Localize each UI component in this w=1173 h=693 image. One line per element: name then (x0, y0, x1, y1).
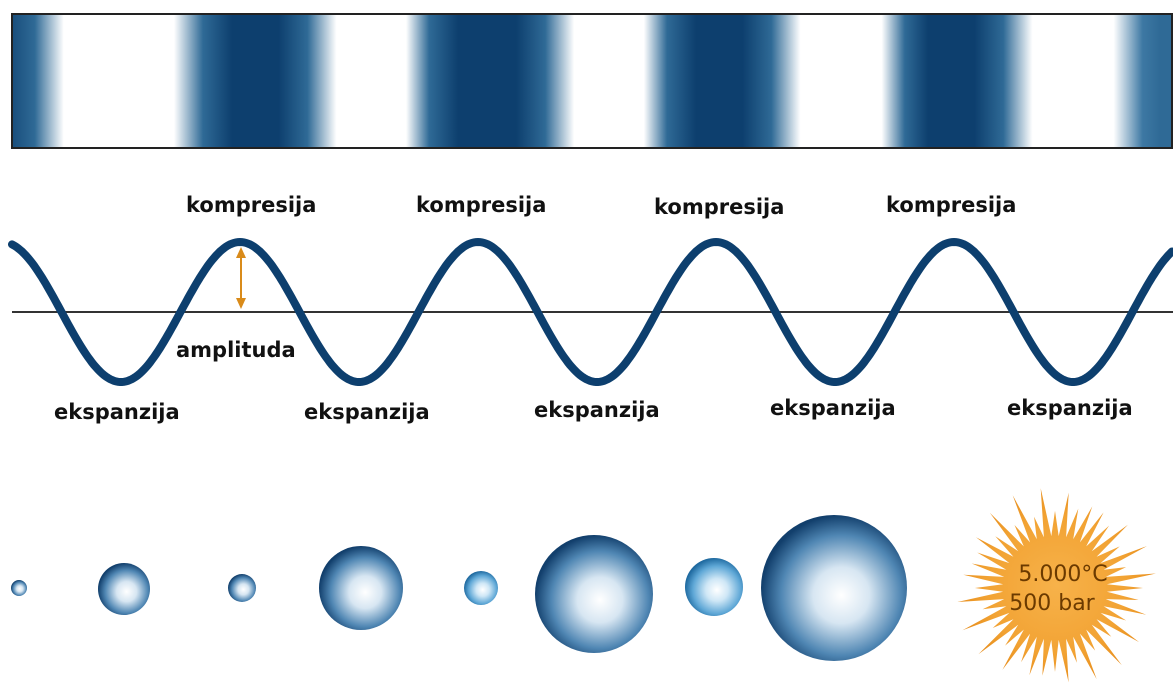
expansion-label-2: ekspanzija (304, 400, 430, 424)
bubble-icon (228, 574, 256, 602)
bubble-row (11, 515, 907, 661)
burst-pressure: 500 bar (1009, 591, 1095, 616)
bubble-icon (685, 558, 743, 616)
pressure-wave (8, 237, 1173, 386)
compression-label-1: kompresija (186, 193, 316, 217)
expansion-label-3: ekspanzija (534, 398, 660, 422)
compression-label-2: kompresija (416, 193, 546, 217)
bubble-icon (464, 571, 498, 605)
burst-temperature: 5.000°C (1018, 562, 1107, 587)
implosion-burst-icon: 5.000°C 500 bar (957, 488, 1156, 683)
bubble-icon (761, 515, 907, 661)
amplitude-arrow-icon (236, 247, 246, 309)
expansion-label-4: ekspanzija (770, 396, 896, 420)
compression-label-4: kompresija (886, 193, 1016, 217)
compression-bands-bar (11, 13, 1173, 149)
amplitude-label: amplituda (176, 338, 296, 362)
bubble-icon (98, 563, 150, 615)
expansion-label-1: ekspanzija (54, 400, 180, 424)
compression-label-3: kompresija (654, 195, 784, 219)
bubble-icon (11, 580, 27, 596)
bubble-icon (535, 535, 653, 653)
expansion-label-5: ekspanzija (1007, 396, 1133, 420)
bubble-icon (319, 546, 403, 630)
